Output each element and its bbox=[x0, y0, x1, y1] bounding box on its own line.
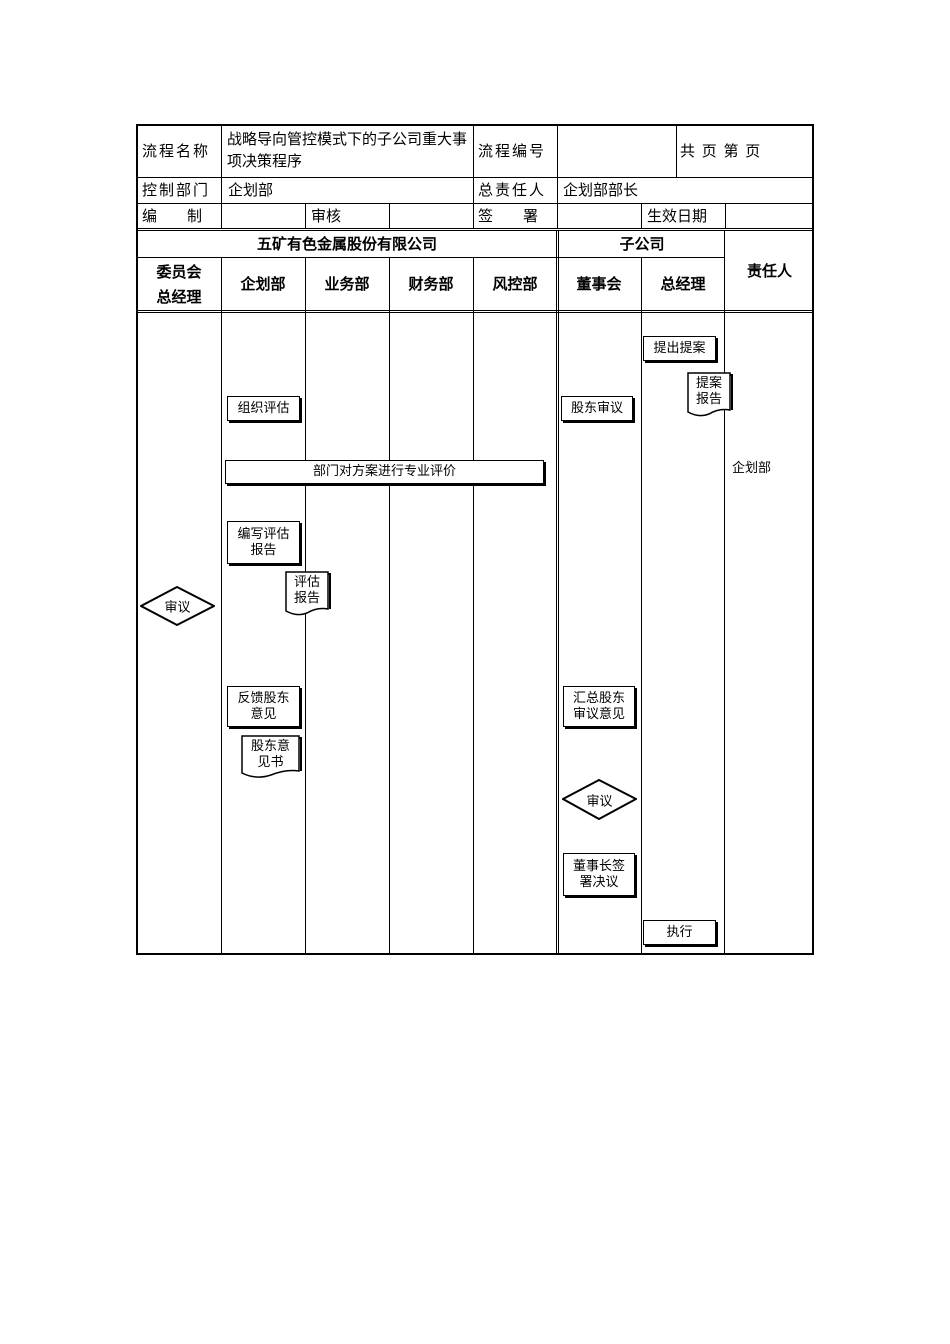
responsible-header: 责任人 bbox=[746, 262, 792, 280]
subsidiary-header: 子公司 bbox=[619, 235, 665, 253]
owner-label: 总责任人 bbox=[478, 181, 547, 199]
lane-risk: 风控部 bbox=[492, 275, 538, 293]
control-dept: 企划部 bbox=[228, 181, 274, 199]
lane-business: 业务部 bbox=[324, 275, 370, 293]
step-label: 反馈股东意见 bbox=[237, 690, 290, 722]
doc-label: 股东意见书 bbox=[250, 739, 290, 770]
lane-board: 董事会 bbox=[576, 275, 622, 293]
responsible-dept: 企划部 bbox=[732, 461, 772, 476]
propose-step: 提出提案 bbox=[643, 336, 716, 361]
chairman-sign-step: 董事长签署决议 bbox=[563, 853, 635, 896]
step-label: 执行 bbox=[666, 924, 693, 940]
step-label: 组织评估 bbox=[237, 400, 290, 416]
step-label: 部门对方案进行专业评价 bbox=[312, 464, 456, 479]
review-label: 审核 bbox=[311, 207, 342, 225]
organize-eval-step: 组织评估 bbox=[227, 396, 300, 421]
step-label: 提出提案 bbox=[653, 340, 706, 356]
write-report-step: 编写评估报告 bbox=[227, 521, 300, 564]
table-border bbox=[136, 124, 814, 955]
page-count: 共 页 第 页 bbox=[680, 142, 762, 160]
owner: 企划部部长 bbox=[563, 181, 639, 199]
lane-finance: 财务部 bbox=[408, 275, 454, 293]
doc-label: 提案报告 bbox=[695, 376, 722, 407]
execute-step: 执行 bbox=[643, 920, 716, 945]
dept-eval-step: 部门对方案进行专业评价 bbox=[225, 460, 544, 484]
decision-label: 审议 bbox=[164, 600, 191, 616]
lane-committee: 委员会 总经理 bbox=[156, 263, 202, 306]
lane-gm: 总经理 bbox=[660, 275, 706, 293]
process-name-label: 流程名称 bbox=[142, 142, 211, 160]
process-name: 战略导向管控模式下的子公司重大事项决策程序 bbox=[227, 130, 468, 170]
parent-company-header: 五矿有色金属股份有限公司 bbox=[256, 235, 437, 253]
shareholder-review-step: 股东审议 bbox=[561, 396, 633, 421]
step-label: 编写评估报告 bbox=[237, 526, 290, 558]
eval-report-doc: 评估报告 bbox=[285, 571, 331, 617]
lane-planning: 企划部 bbox=[240, 275, 286, 293]
effective-label: 生效日期 bbox=[647, 207, 708, 225]
sign-label: 签 署 bbox=[478, 207, 539, 225]
summary-step: 汇总股东审议意见 bbox=[563, 686, 635, 727]
step-label: 股东审议 bbox=[570, 400, 623, 416]
board-review-decision: 审议 bbox=[560, 778, 639, 821]
process-no-label: 流程编号 bbox=[478, 142, 547, 160]
opinion-doc: 股东意见书 bbox=[241, 735, 302, 780]
committee-review-decision: 审议 bbox=[138, 585, 217, 627]
proposal-report-doc: 提案报告 bbox=[687, 372, 733, 418]
doc-label: 评估报告 bbox=[293, 575, 320, 606]
decision-label: 审议 bbox=[586, 794, 613, 809]
control-dept-label: 控制部门 bbox=[142, 181, 211, 199]
author-label: 编 制 bbox=[142, 207, 203, 225]
feedback-step: 反馈股东意见 bbox=[227, 686, 300, 727]
step-label: 汇总股东审议意见 bbox=[572, 690, 625, 722]
step-label: 董事长签署决议 bbox=[572, 858, 625, 890]
